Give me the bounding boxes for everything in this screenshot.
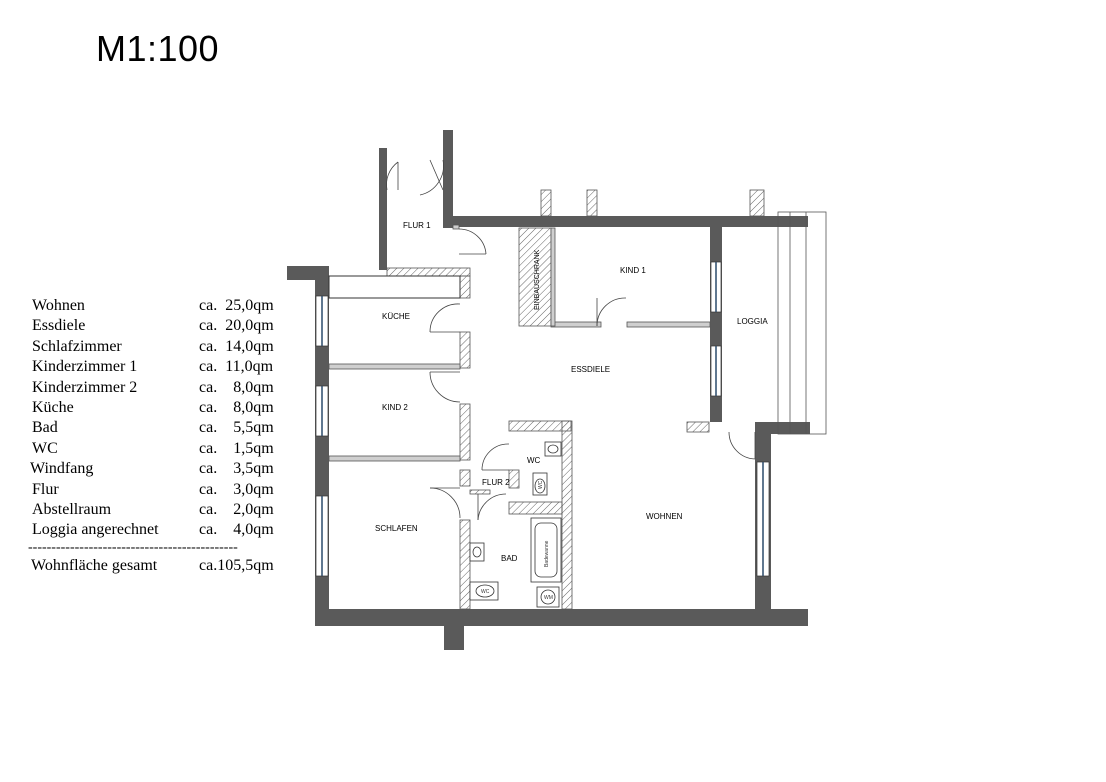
area-row: Kinderzimmer 1 ca. 11,0qm <box>28 357 288 377</box>
windows <box>315 261 770 577</box>
area-name: Flur <box>32 480 59 498</box>
room-label-einbauschrank: EINBAUSCHRANK <box>534 249 541 310</box>
area-name: Bad <box>32 419 58 437</box>
area-row: Schlafzimmer ca. 14,0qm <box>28 337 288 357</box>
area-value: ca. 11,0qm <box>199 358 274 376</box>
area-value: ca. 8,0qm <box>199 398 274 416</box>
area-name: Wohnen <box>32 297 85 314</box>
room-label-wc: WC <box>527 456 541 465</box>
area-value: ca. 3,5qm <box>199 460 274 478</box>
area-value: ca. 20,0qm <box>199 317 274 335</box>
interior-walls <box>328 224 711 462</box>
scale-title: M1:100 <box>96 28 220 69</box>
room-label-loggia: LOGGIA <box>737 317 768 326</box>
area-row: Loggia angerechnet ca. 4,0qm <box>28 520 288 540</box>
area-name: Windfang <box>30 460 94 478</box>
fixture-label-wc-small: WC <box>538 480 544 489</box>
area-value: ca. 3,0qm <box>199 480 274 498</box>
area-name: Abstellraum <box>32 500 112 518</box>
area-name: Schlafzimmer <box>32 337 122 355</box>
area-value: ca. 8,0qm <box>199 378 274 396</box>
wall <box>315 609 808 626</box>
area-name: Essdiele <box>32 317 86 335</box>
area-name: WC <box>32 439 58 457</box>
room-label-wohnen: WOHNEN <box>646 512 683 521</box>
room-label-kind2: KIND 2 <box>382 403 408 412</box>
total-value: ca.105,5qm <box>199 556 274 574</box>
loggia-railing <box>777 211 827 435</box>
fixture-label-badewanne: Badewanne <box>544 540 550 567</box>
kitchen-counter <box>328 275 461 299</box>
total-name: Wohnfläche gesamt <box>31 556 158 574</box>
area-name: Kinderzimmer 1 <box>32 358 138 376</box>
area-value: ca. 25,0qm <box>199 297 274 314</box>
area-row: Flur ca. 3,0qm <box>28 480 288 500</box>
doors <box>386 159 756 521</box>
wall <box>443 130 453 228</box>
area-row: Küche ca. 8,0qm <box>28 398 288 418</box>
room-label-kueche: KÜCHE <box>382 312 410 321</box>
area-row: Kinderzimmer 2 ca. 8,0qm <box>28 378 288 398</box>
area-value: ca. 1,5qm <box>199 439 274 457</box>
total-row: Wohnfläche gesamt ca.105,5qm <box>28 555 288 577</box>
room-label-bad: BAD <box>501 554 518 563</box>
area-row: Essdiele ca. 20,0qm <box>28 316 288 336</box>
room-label-schlafen: SCHLAFEN <box>375 524 418 533</box>
area-name: Kinderzimmer 2 <box>32 378 138 396</box>
area-table: Wohnen ca. 25,0qm Essdiele ca. 20,0qm Schl… <box>28 296 288 577</box>
room-label-flur2: FLUR 2 <box>482 478 510 487</box>
area-row: Wohnen ca. 25,0qm <box>28 296 288 316</box>
area-row: Abstellraum ca. 2,0qm <box>28 500 288 520</box>
area-value: ca. 4,0qm <box>199 521 274 539</box>
area-name: Küche <box>32 398 74 416</box>
room-label-kind1: KIND 1 <box>620 266 646 275</box>
wall <box>444 609 464 650</box>
area-row: Bad ca. 5,5qm <box>28 418 288 438</box>
fixture-label-wc-bad: WC <box>481 589 490 595</box>
hatched-walls <box>386 189 765 610</box>
room-label-essdiele: ESSDIELE <box>571 365 610 374</box>
area-value: ca. 2,0qm <box>199 500 274 518</box>
wall <box>443 216 808 227</box>
area-row: WC ca. 1,5qm <box>28 439 288 459</box>
fixtures <box>469 441 562 608</box>
area-divider: ----------------------------------------… <box>28 540 238 555</box>
wall <box>379 148 387 270</box>
room-label-flur1: FLUR 1 <box>403 221 431 230</box>
area-value: ca. 14,0qm <box>199 337 274 355</box>
wall <box>755 422 810 434</box>
area-name: Loggia angerechnet <box>32 521 159 539</box>
fixture-label-wm: WM <box>544 595 553 601</box>
area-value: ca. 5,5qm <box>199 419 274 437</box>
area-row: Windfang ca. 3,5qm <box>28 459 288 479</box>
